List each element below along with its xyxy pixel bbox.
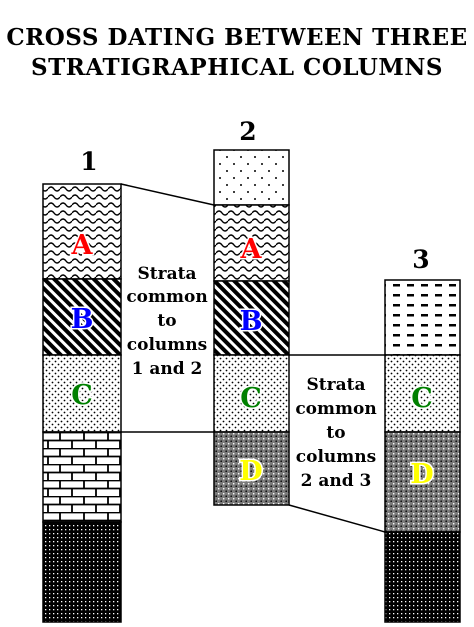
column-3-label-c: C	[411, 383, 433, 414]
column-1-number: 1	[80, 147, 97, 176]
column-3-dark-layer	[384, 531, 461, 623]
note-1-2-line-4: columns	[127, 335, 207, 355]
column-2-stratum-b	[213, 280, 290, 356]
column-1-dark-layer	[42, 521, 122, 623]
column-1-stratum-a	[42, 183, 122, 280]
column-3-stratum-d	[384, 431, 461, 533]
note-1-2-line-3: to	[157, 311, 176, 331]
column-2-number: 2	[239, 117, 256, 146]
note-2-3-line-4: columns	[296, 447, 376, 467]
column-2-label-d: D	[239, 456, 262, 487]
correlation-lines	[120, 183, 386, 533]
column-3-label-d: D	[410, 459, 433, 490]
note-1-2-line-1: Strata	[138, 264, 197, 284]
column-2-stratum-d	[213, 431, 290, 506]
note-columns-1-2: Strata common to columns 1 and 2	[126, 264, 207, 379]
column-3-number: 3	[412, 245, 429, 274]
column-2-stratum-a	[213, 204, 290, 282]
title-line-1: CROSS DATING BETWEEN THREE	[6, 24, 467, 51]
note-2-3-line-2: common	[295, 399, 376, 419]
note-1-2-line-5: 1 and 2	[132, 359, 203, 379]
note-2-3-line-1: Strata	[307, 375, 366, 395]
column-2: 2 A B C D	[213, 117, 290, 506]
column-2-label-c: C	[240, 383, 262, 414]
column-3: 3 C D	[384, 245, 461, 623]
correlation-line-bottom-2-3	[288, 504, 386, 533]
column-3-top-layer	[384, 279, 461, 356]
note-2-3-line-5: 2 and 3	[301, 471, 372, 491]
column-1-brick-layer	[42, 431, 122, 523]
column-2-label-a: A	[240, 234, 263, 265]
note-1-2-line-2: common	[126, 287, 207, 307]
note-2-3-line-3: to	[326, 423, 345, 443]
column-2-stratum-c	[213, 354, 290, 433]
correlation-line-top-1-2	[120, 183, 215, 206]
column-1-label-b: B	[71, 304, 94, 335]
column-1: 1 A B C	[42, 147, 122, 623]
title-line-2: STRATIGRAPHICAL COLUMNS	[31, 54, 443, 81]
column-1-label-c: C	[71, 380, 93, 411]
column-2-top-layer	[213, 149, 290, 206]
column-3-stratum-c	[384, 354, 461, 433]
column-1-label-a: A	[71, 230, 94, 261]
column-1-stratum-c	[42, 354, 122, 433]
note-columns-2-3: Strata common to columns 2 and 3	[295, 375, 376, 491]
column-2-label-b: B	[240, 306, 263, 337]
